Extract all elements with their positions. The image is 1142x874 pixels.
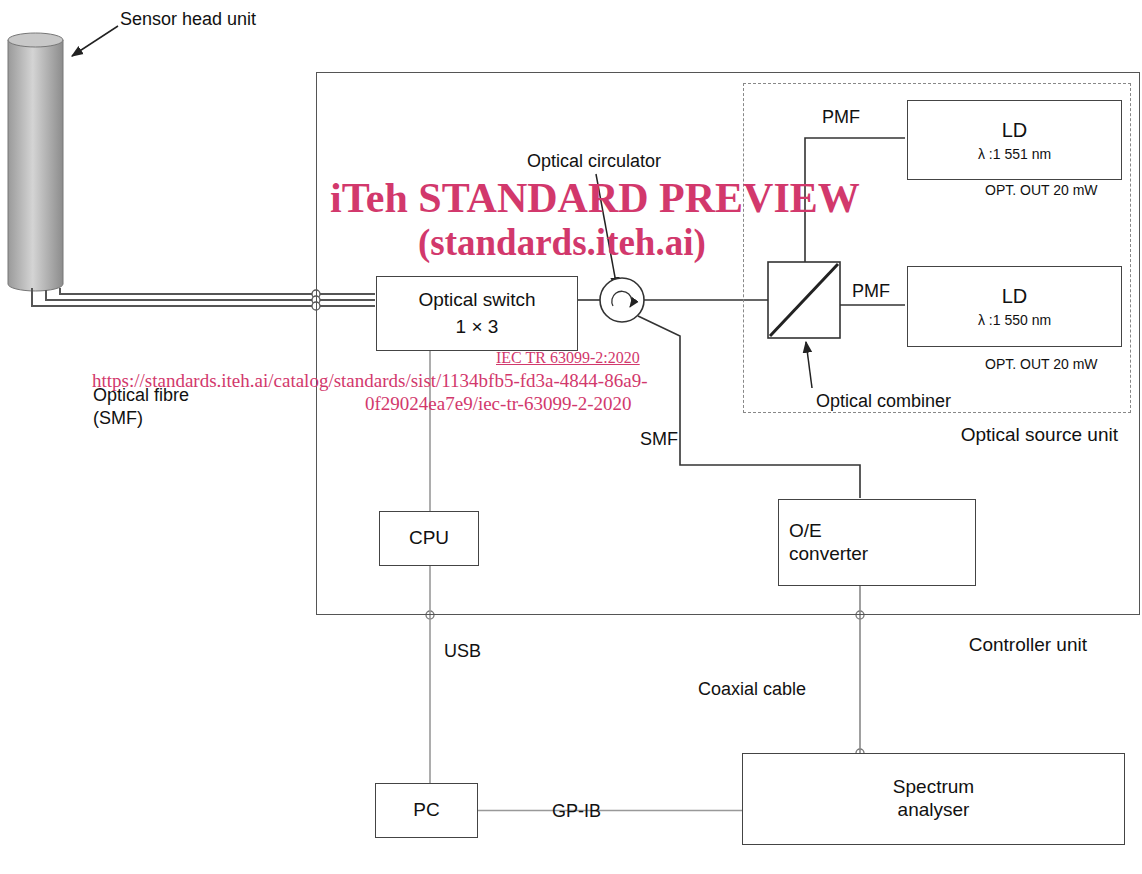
watermark: https://standards.iteh.ai/catalog/standa…	[92, 369, 647, 393]
box-label: Spectrum analyser	[869, 776, 999, 822]
box-label: O/E converter	[789, 520, 899, 566]
part-label: Sensor head unit	[120, 8, 256, 31]
connector-label: USB	[444, 640, 481, 663]
box-label: PC	[413, 799, 439, 822]
watermark: iTeh STANDARD PREVIEW	[330, 172, 860, 225]
box-label: 1 × 3	[456, 316, 499, 339]
output-label: OPT. OUT 20 mW	[985, 182, 1098, 200]
unit-label: Optical source unit	[961, 424, 1118, 447]
leader-arrow	[72, 26, 118, 56]
box-label: Optical switch	[418, 289, 535, 312]
laser-diode-box: LD λ :1 551 nm	[907, 100, 1122, 180]
part-label: Optical circulator	[527, 150, 661, 173]
port-marker	[426, 611, 864, 757]
box-label: λ :1 550 nm	[978, 312, 1051, 329]
optical-fibre	[32, 288, 375, 306]
optical-combiner	[768, 262, 840, 338]
box-label: λ :1 551 nm	[978, 146, 1051, 163]
box-label: CPU	[409, 527, 449, 550]
connector-label: Coaxial cable	[698, 678, 806, 701]
laser-diode-box: LD λ :1 550 nm	[907, 266, 1122, 347]
part-label: Optical combiner	[816, 390, 951, 413]
fibre-label: PMF	[852, 280, 890, 303]
controller-unit: Controller unitOptical source unitLDλ :1…	[316, 72, 1140, 615]
fibre-label: PMF	[822, 106, 860, 129]
unit-label: Controller unit	[969, 634, 1087, 657]
watermark: 0f29024ea7e9/iec-tr-63099-2-2020	[365, 392, 632, 416]
spectrum-analyser-box: Spectrum analyser	[742, 753, 1125, 845]
oe-converter-box: O/E converter	[778, 499, 976, 586]
watermark: (standards.iteh.ai)	[418, 220, 706, 266]
optical-switch-box: Optical switch 1 × 3	[376, 276, 578, 351]
leader-arrow	[806, 342, 812, 388]
output-label: OPT. OUT 20 mW	[985, 356, 1098, 374]
watermark: IEC TR 63099-2:2020	[496, 348, 640, 368]
box-label: LD	[1002, 284, 1028, 308]
fibre-label: SMF	[640, 428, 678, 451]
signal-connector	[478, 810, 742, 812]
box-label: LD	[1002, 118, 1028, 142]
connector-label: GP-IB	[552, 800, 601, 823]
pc-box: PC	[375, 783, 478, 838]
sensor-head-cylinder	[8, 33, 63, 291]
cpu-box: CPU	[379, 511, 479, 566]
signal-connector	[859, 586, 861, 753]
signal-connector	[429, 566, 431, 783]
optical-circulator	[600, 278, 644, 322]
